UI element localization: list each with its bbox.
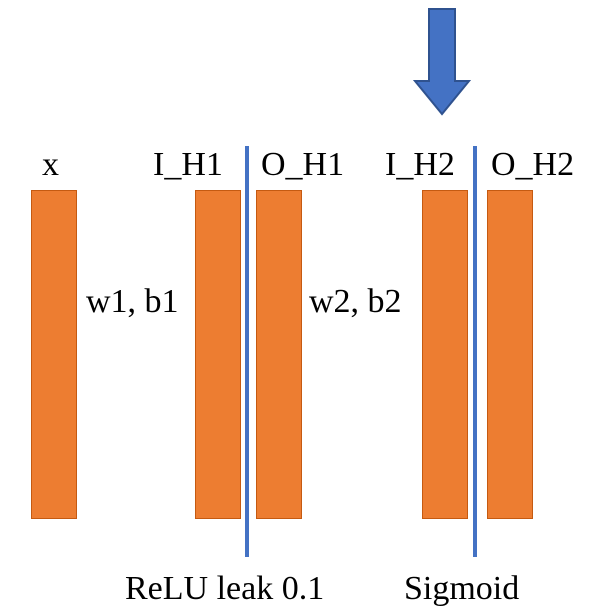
layer-bar-o-h2: [487, 190, 533, 519]
layer-bar-i-h2: [422, 190, 468, 519]
param-label-w2-b2: w2, b2: [309, 283, 402, 320]
activation-divider-relu: [245, 146, 249, 557]
layer-label-o-h1: O_H1: [261, 146, 345, 183]
layer-bar-i-h1: [195, 190, 241, 519]
activation-label-relu: ReLU leak 0.1: [125, 570, 325, 607]
layer-label-x: x: [42, 146, 59, 183]
layer-label-o-h2: O_H2: [491, 146, 575, 183]
down-arrow-icon: [412, 8, 472, 116]
param-label-w1-b1: w1, b1: [86, 283, 179, 320]
layer-bar-x: [31, 190, 77, 519]
layer-label-i-h1: I_H1: [153, 146, 223, 183]
layer-bar-o-h1: [256, 190, 302, 519]
activation-label-sigmoid: Sigmoid: [404, 570, 520, 607]
activation-divider-sigmoid: [473, 146, 477, 557]
layer-label-i-h2: I_H2: [385, 146, 455, 183]
